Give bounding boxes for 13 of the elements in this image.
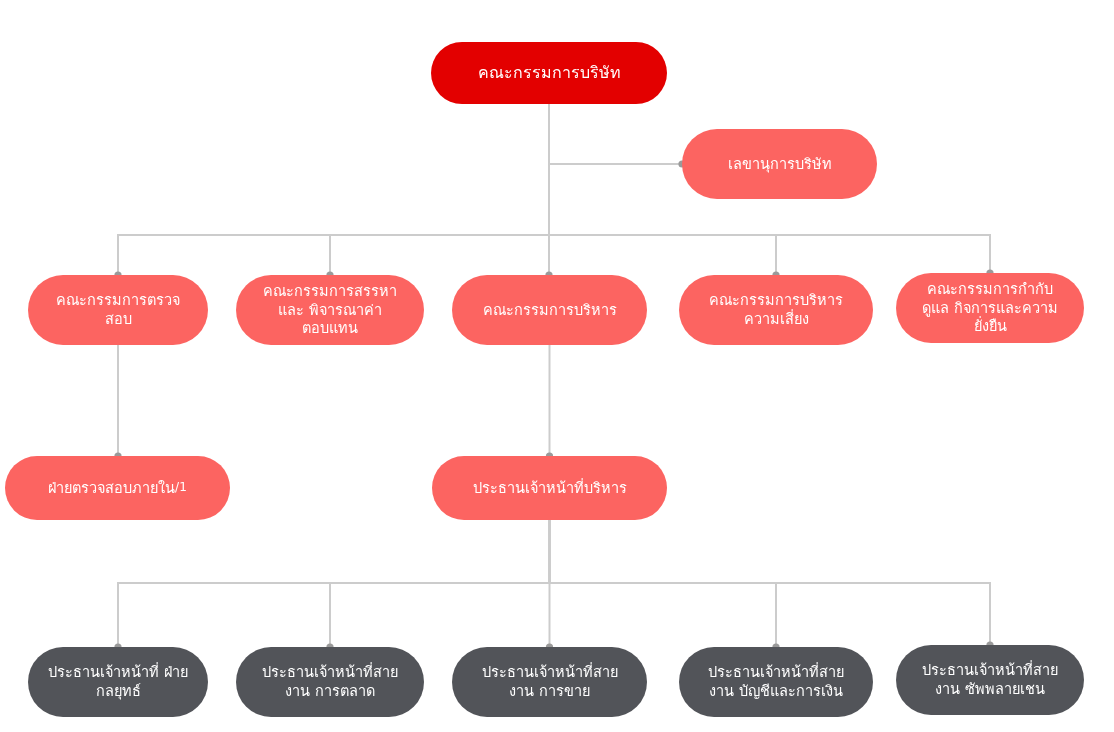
- committee-box: ประธานเจ้าหน้าที่บริหาร: [432, 456, 667, 520]
- officer-box: ประธานเจ้าหน้าที่สายงาน การขาย: [452, 647, 647, 717]
- officer-box: ประธานเจ้าหน้าที่สายงาน บัญชีและการเงิน: [679, 647, 873, 717]
- committee-box: คณะกรรมการตรวจสอบ: [28, 275, 208, 345]
- officer-box: ประธานเจ้าหน้าที่สายงาน ซัพพลายเชน: [896, 645, 1084, 715]
- committee-box: เลขานุการบริษัท: [682, 129, 877, 199]
- officer-box: ประธานเจ้าหน้าที่สายงาน การตลาด: [236, 647, 424, 717]
- committee-box: คณะกรรมการสรรหาและ พิจารณาค่าตอบแทน: [236, 275, 424, 345]
- board-box: คณะกรรมการบริษัท: [431, 42, 667, 104]
- committee-box: คณะกรรมการบริหาร: [452, 275, 647, 345]
- officer-box: ประธานเจ้าหน้าที่ ฝ่ายกลยุทธ์: [28, 647, 208, 717]
- committee-box: คณะกรรมการบริหาร ความเสี่ยง: [679, 275, 873, 345]
- committee-box: คณะกรรมการกำกับดูแล กิจการและความยั่งยืน: [896, 273, 1084, 343]
